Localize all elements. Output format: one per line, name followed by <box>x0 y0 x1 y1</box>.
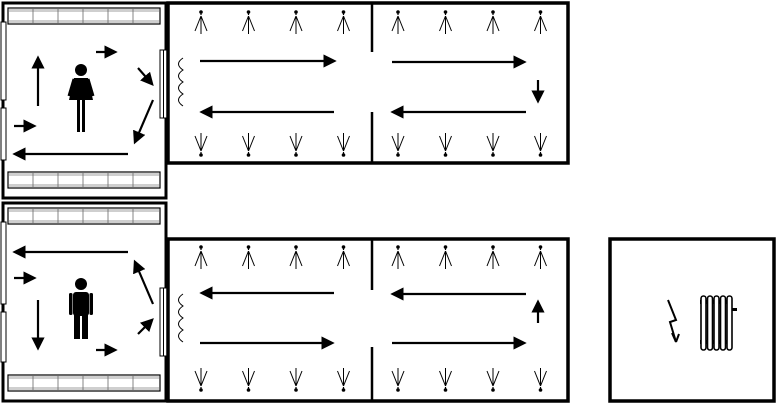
shower-head-icon <box>289 244 303 270</box>
shower-head-icon <box>241 244 256 270</box>
female-hall-flow-arrows <box>199 54 545 119</box>
curtain-icon <box>178 293 184 343</box>
shower-head-icon <box>486 132 500 158</box>
shower-head-icon <box>391 132 405 158</box>
male-room-flow-arrows <box>12 245 155 357</box>
shower-head-icon <box>336 132 351 158</box>
man-icon <box>69 278 93 339</box>
shower-head-icon <box>336 367 351 393</box>
shower-head-icon <box>194 132 208 158</box>
shower-head-icon <box>438 132 453 158</box>
shower-head-icon <box>289 9 303 35</box>
curtain-icon <box>178 57 184 107</box>
shower-head-icon <box>486 367 500 393</box>
female-dressing-room <box>0 1 168 200</box>
shower-head-icon <box>438 9 453 35</box>
shower-head-icon <box>241 367 256 393</box>
shower-head-icon <box>533 367 548 393</box>
shower-head-icon <box>289 367 303 393</box>
shower-head-icon <box>336 9 351 35</box>
shower-head-icon <box>533 9 548 35</box>
shower-head-icon <box>438 367 453 393</box>
shower-head-icon <box>336 244 351 270</box>
bench-bottom <box>7 171 161 189</box>
radiator-icon <box>700 295 737 351</box>
shower-head-icon <box>486 9 500 35</box>
shower-head-icon <box>533 244 548 270</box>
lightning-icon <box>667 299 680 343</box>
female-shower-hall <box>166 1 570 165</box>
shower-head-icon <box>194 9 208 35</box>
shower-head-icon <box>391 9 405 35</box>
shower-head-icon <box>391 367 405 393</box>
male-dressing-room <box>0 201 168 403</box>
female-room-flow-arrows <box>12 45 155 161</box>
shower-head-icon <box>438 244 453 270</box>
male-hall-flow-arrows <box>199 286 545 350</box>
shower-head-icon <box>241 9 256 35</box>
shower-head-icon <box>194 367 208 393</box>
shower-head-icon <box>194 244 208 270</box>
technical-room <box>608 237 776 403</box>
shower-head-icon <box>241 132 256 158</box>
bench-top <box>7 207 161 225</box>
shower-head-icon <box>533 132 548 158</box>
bench-top <box>7 7 161 25</box>
male-shower-hall <box>166 237 570 403</box>
bench-bottom <box>7 374 161 392</box>
shower-head-icon <box>289 132 303 158</box>
shower-head-icon <box>391 244 405 270</box>
shower-head-icon <box>486 244 500 270</box>
woman-icon <box>67 64 95 132</box>
